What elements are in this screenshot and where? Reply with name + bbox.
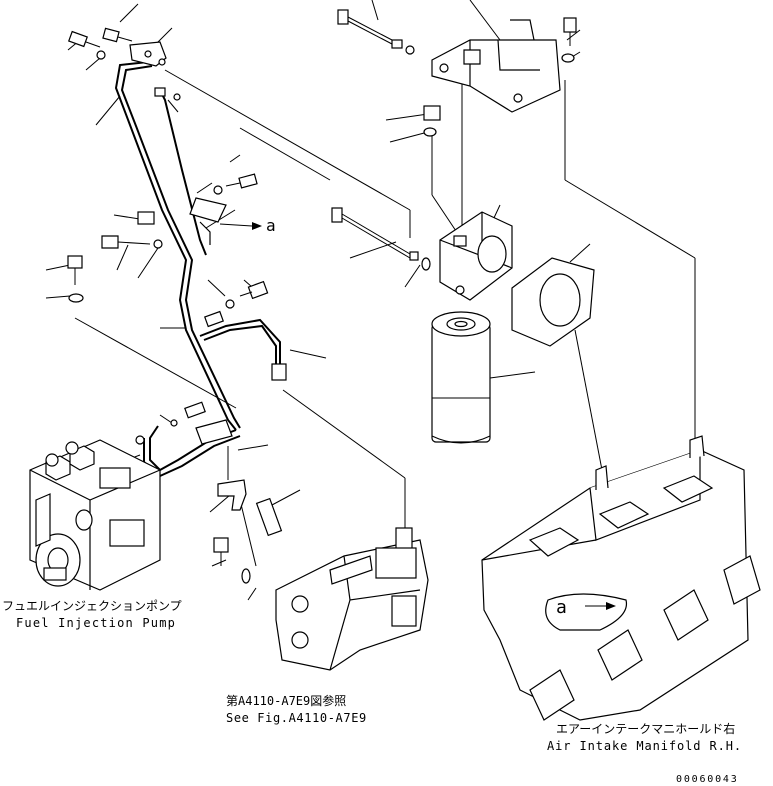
fuel-manifold-block <box>275 527 429 671</box>
air-intake-manifold <box>481 435 761 721</box>
fuel-injection-pump <box>29 439 161 591</box>
callout-leaders <box>45 0 591 601</box>
marker-arrows <box>219 222 616 610</box>
gasket-plate <box>511 257 595 347</box>
filter-head <box>439 211 513 301</box>
fuel-filter-cartridge <box>431 311 491 444</box>
reference-label-en: See Fig.A4110-A7E9 <box>226 711 367 725</box>
filter-mount-bracket <box>431 19 561 113</box>
fuel-pump-label-jp: フュエルインジェクションポンプ <box>2 599 182 613</box>
manifold-label-en: Air Intake Manifold R.H. <box>547 739 742 753</box>
marker-a-pipe: a <box>266 216 276 235</box>
fuel-pump-label-en: Fuel Injection Pump <box>16 616 176 630</box>
marker-a-manifold: a <box>556 597 567 618</box>
drawing-number: 00060043 <box>676 774 739 785</box>
hardware-parts <box>67 9 577 584</box>
reference-label-jp: 第A4110-A7E9図参照 <box>226 693 346 708</box>
manifold-label-jp: エアーインテークマニホールド右 <box>556 721 735 736</box>
